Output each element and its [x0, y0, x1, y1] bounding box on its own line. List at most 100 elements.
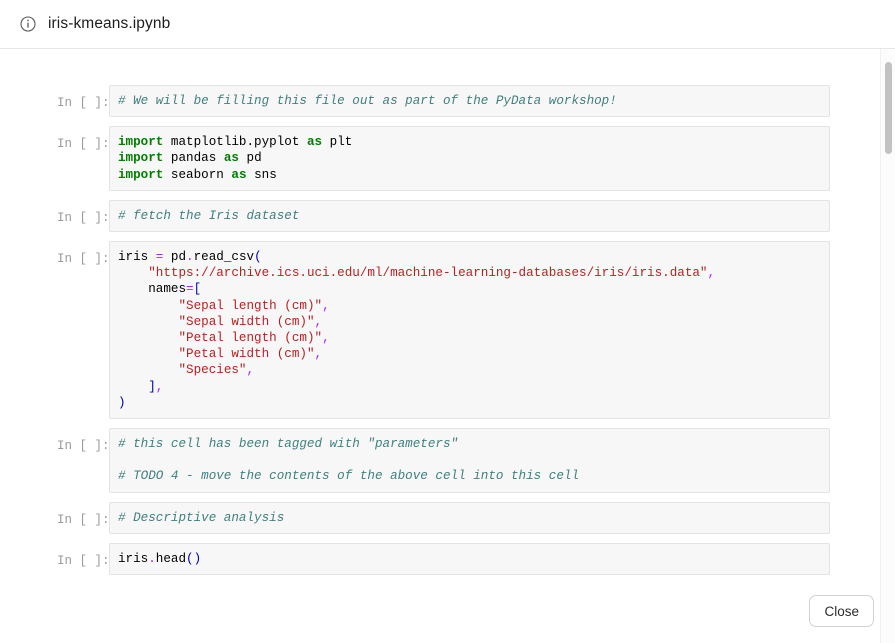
code-line: import seaborn as sns — [118, 167, 819, 183]
code-line: iris = pd.read_csv( — [118, 249, 819, 265]
code-line: "https://archive.ics.uci.edu/ml/machine-… — [118, 265, 819, 281]
code-token: ) — [118, 395, 126, 410]
code-token: , — [246, 363, 255, 378]
code-token: as — [306, 135, 323, 150]
cell-input-area[interactable]: # We will be filling this file out as pa… — [109, 85, 830, 118]
cell-input-area[interactable]: # Descriptive analysis — [109, 501, 830, 534]
code-token: # TODO 4 - move the contents of the abov… — [118, 469, 580, 484]
code-token: # fetch the Iris dataset — [118, 208, 300, 223]
code-token — [118, 315, 178, 329]
code-token: pd — [238, 151, 262, 166]
notebook-cell[interactable]: In [ ]: # We will be filling this file ou… — [0, 85, 895, 118]
code-token — [118, 380, 148, 394]
code-token — [118, 363, 178, 377]
code-token: ( — [254, 250, 262, 265]
code-token: read_csv — [193, 250, 255, 265]
cell-prompt: In [ ]: — [57, 137, 110, 152]
code-token: matplotlib.pyplot — [163, 135, 307, 150]
code-line: ) — [118, 395, 819, 411]
code-line: "Sepal length (cm)", — [118, 298, 819, 314]
code-line: # We will be filling this file out as pa… — [118, 93, 819, 109]
notebook-cell[interactable]: In [ ]: iris.head() — [0, 542, 895, 576]
code-token: as — [231, 167, 247, 182]
code-token: # Descriptive analysis — [118, 510, 285, 525]
code-token: = — [155, 250, 164, 265]
code-token: # this cell has been tagged with "parame… — [118, 437, 459, 452]
cell-input-area[interactable]: iris.head() — [109, 542, 830, 576]
code-line: "Petal length (cm)", — [118, 330, 819, 346]
code-line: "Species", — [118, 362, 819, 378]
notebook-cell[interactable]: In [ ]: # fetch the Iris dataset — [0, 199, 895, 233]
code-token: . — [186, 250, 194, 265]
cell-prompt: In [ ]: — [57, 553, 110, 568]
code-token: = — [186, 282, 194, 297]
notebook-filename: iris-kmeans.ipynb — [48, 15, 171, 32]
cell-input-area[interactable]: iris = pd.read_csv( "https://archive.ics… — [109, 241, 830, 420]
notebook-cell[interactable]: In [ ]:iris = pd.read_csv( "https://arch… — [0, 241, 895, 420]
code-token — [118, 266, 148, 280]
code-token: () — [186, 551, 202, 566]
code-token: iris — [118, 250, 156, 265]
code-token: pandas — [163, 151, 224, 166]
code-line: import pandas as pd — [118, 150, 819, 166]
code-token: seaborn — [163, 167, 232, 182]
code-token — [118, 331, 178, 345]
code-line: import matplotlib.pyplot as plt — [118, 134, 819, 150]
code-token: # We will be filling this file out as pa… — [118, 94, 617, 108]
cell-prompt: In [ ]: — [57, 96, 110, 110]
code-line: names=[ — [118, 281, 819, 297]
code-token: "Species" — [178, 363, 247, 378]
vertical-scrollbar-track[interactable] — [880, 49, 895, 643]
cell-prompt: In [ ]: — [57, 512, 110, 527]
cell-input-area[interactable]: # fetch the Iris dataset — [109, 199, 830, 233]
code-token: import — [118, 151, 164, 166]
code-token: , — [155, 379, 164, 394]
code-token: import — [118, 167, 164, 182]
close-button[interactable]: Close — [809, 595, 874, 627]
info-circle-icon — [20, 16, 36, 32]
code-token: "Petal width (cm)" — [178, 347, 315, 362]
code-token: [ — [193, 282, 202, 297]
titlebar: iris-kmeans.ipynb — [0, 0, 895, 49]
code-token: ] — [148, 379, 156, 394]
code-token: , — [707, 266, 716, 281]
code-token: pd — [163, 250, 187, 265]
code-token: , — [322, 331, 330, 346]
code-line: # TODO 4 - move the contents of the abov… — [118, 468, 819, 484]
code-token: , — [322, 298, 330, 313]
cell-prompt: In [ ]: — [57, 210, 110, 225]
code-token: "Sepal width (cm)" — [178, 314, 315, 329]
code-line: ], — [118, 379, 819, 395]
code-line — [118, 452, 819, 468]
code-token: as — [223, 151, 239, 166]
code-token: "https://archive.ics.uci.edu/ml/machine-… — [148, 266, 708, 281]
notebook-viewport: In [ ]: # We will be filling this file ou… — [0, 49, 895, 643]
notebook-scroll-area[interactable]: In [ ]: # We will be filling this file ou… — [0, 49, 895, 643]
cell-prompt: In [ ]: — [57, 252, 110, 267]
code-line: "Petal width (cm)", — [118, 346, 819, 362]
code-token: import — [118, 135, 164, 150]
code-token: plt — [322, 135, 353, 150]
code-line: iris.head() — [118, 551, 819, 567]
vertical-scrollbar-thumb[interactable] — [885, 62, 892, 154]
code-token — [118, 299, 178, 313]
code-line: # this cell has been tagged with "parame… — [118, 436, 819, 452]
code-token: names — [118, 282, 187, 297]
code-line: "Sepal width (cm)", — [118, 314, 819, 330]
code-token: iris — [118, 551, 149, 566]
code-line: # Descriptive analysis — [118, 510, 819, 526]
notebook-cell[interactable]: In [ ]: # Descriptive analysis — [0, 501, 895, 534]
code-token: . — [148, 551, 156, 566]
code-token: head — [155, 551, 187, 566]
cell-input-area[interactable]: # this cell has been tagged with "parame… — [109, 428, 830, 493]
cell-prompt: In [ ]: — [57, 439, 110, 454]
code-line: # fetch the Iris dataset — [118, 208, 819, 224]
notebook-cell-list: In [ ]: # We will be filling this file ou… — [0, 49, 895, 576]
code-token: "Sepal length (cm)" — [178, 298, 323, 313]
notebook-cell[interactable]: In [ ]: # this cell has been tagged with … — [0, 428, 895, 493]
code-token: , — [314, 347, 323, 362]
code-token: , — [314, 314, 323, 329]
code-token: "Petal length (cm)" — [178, 331, 323, 346]
